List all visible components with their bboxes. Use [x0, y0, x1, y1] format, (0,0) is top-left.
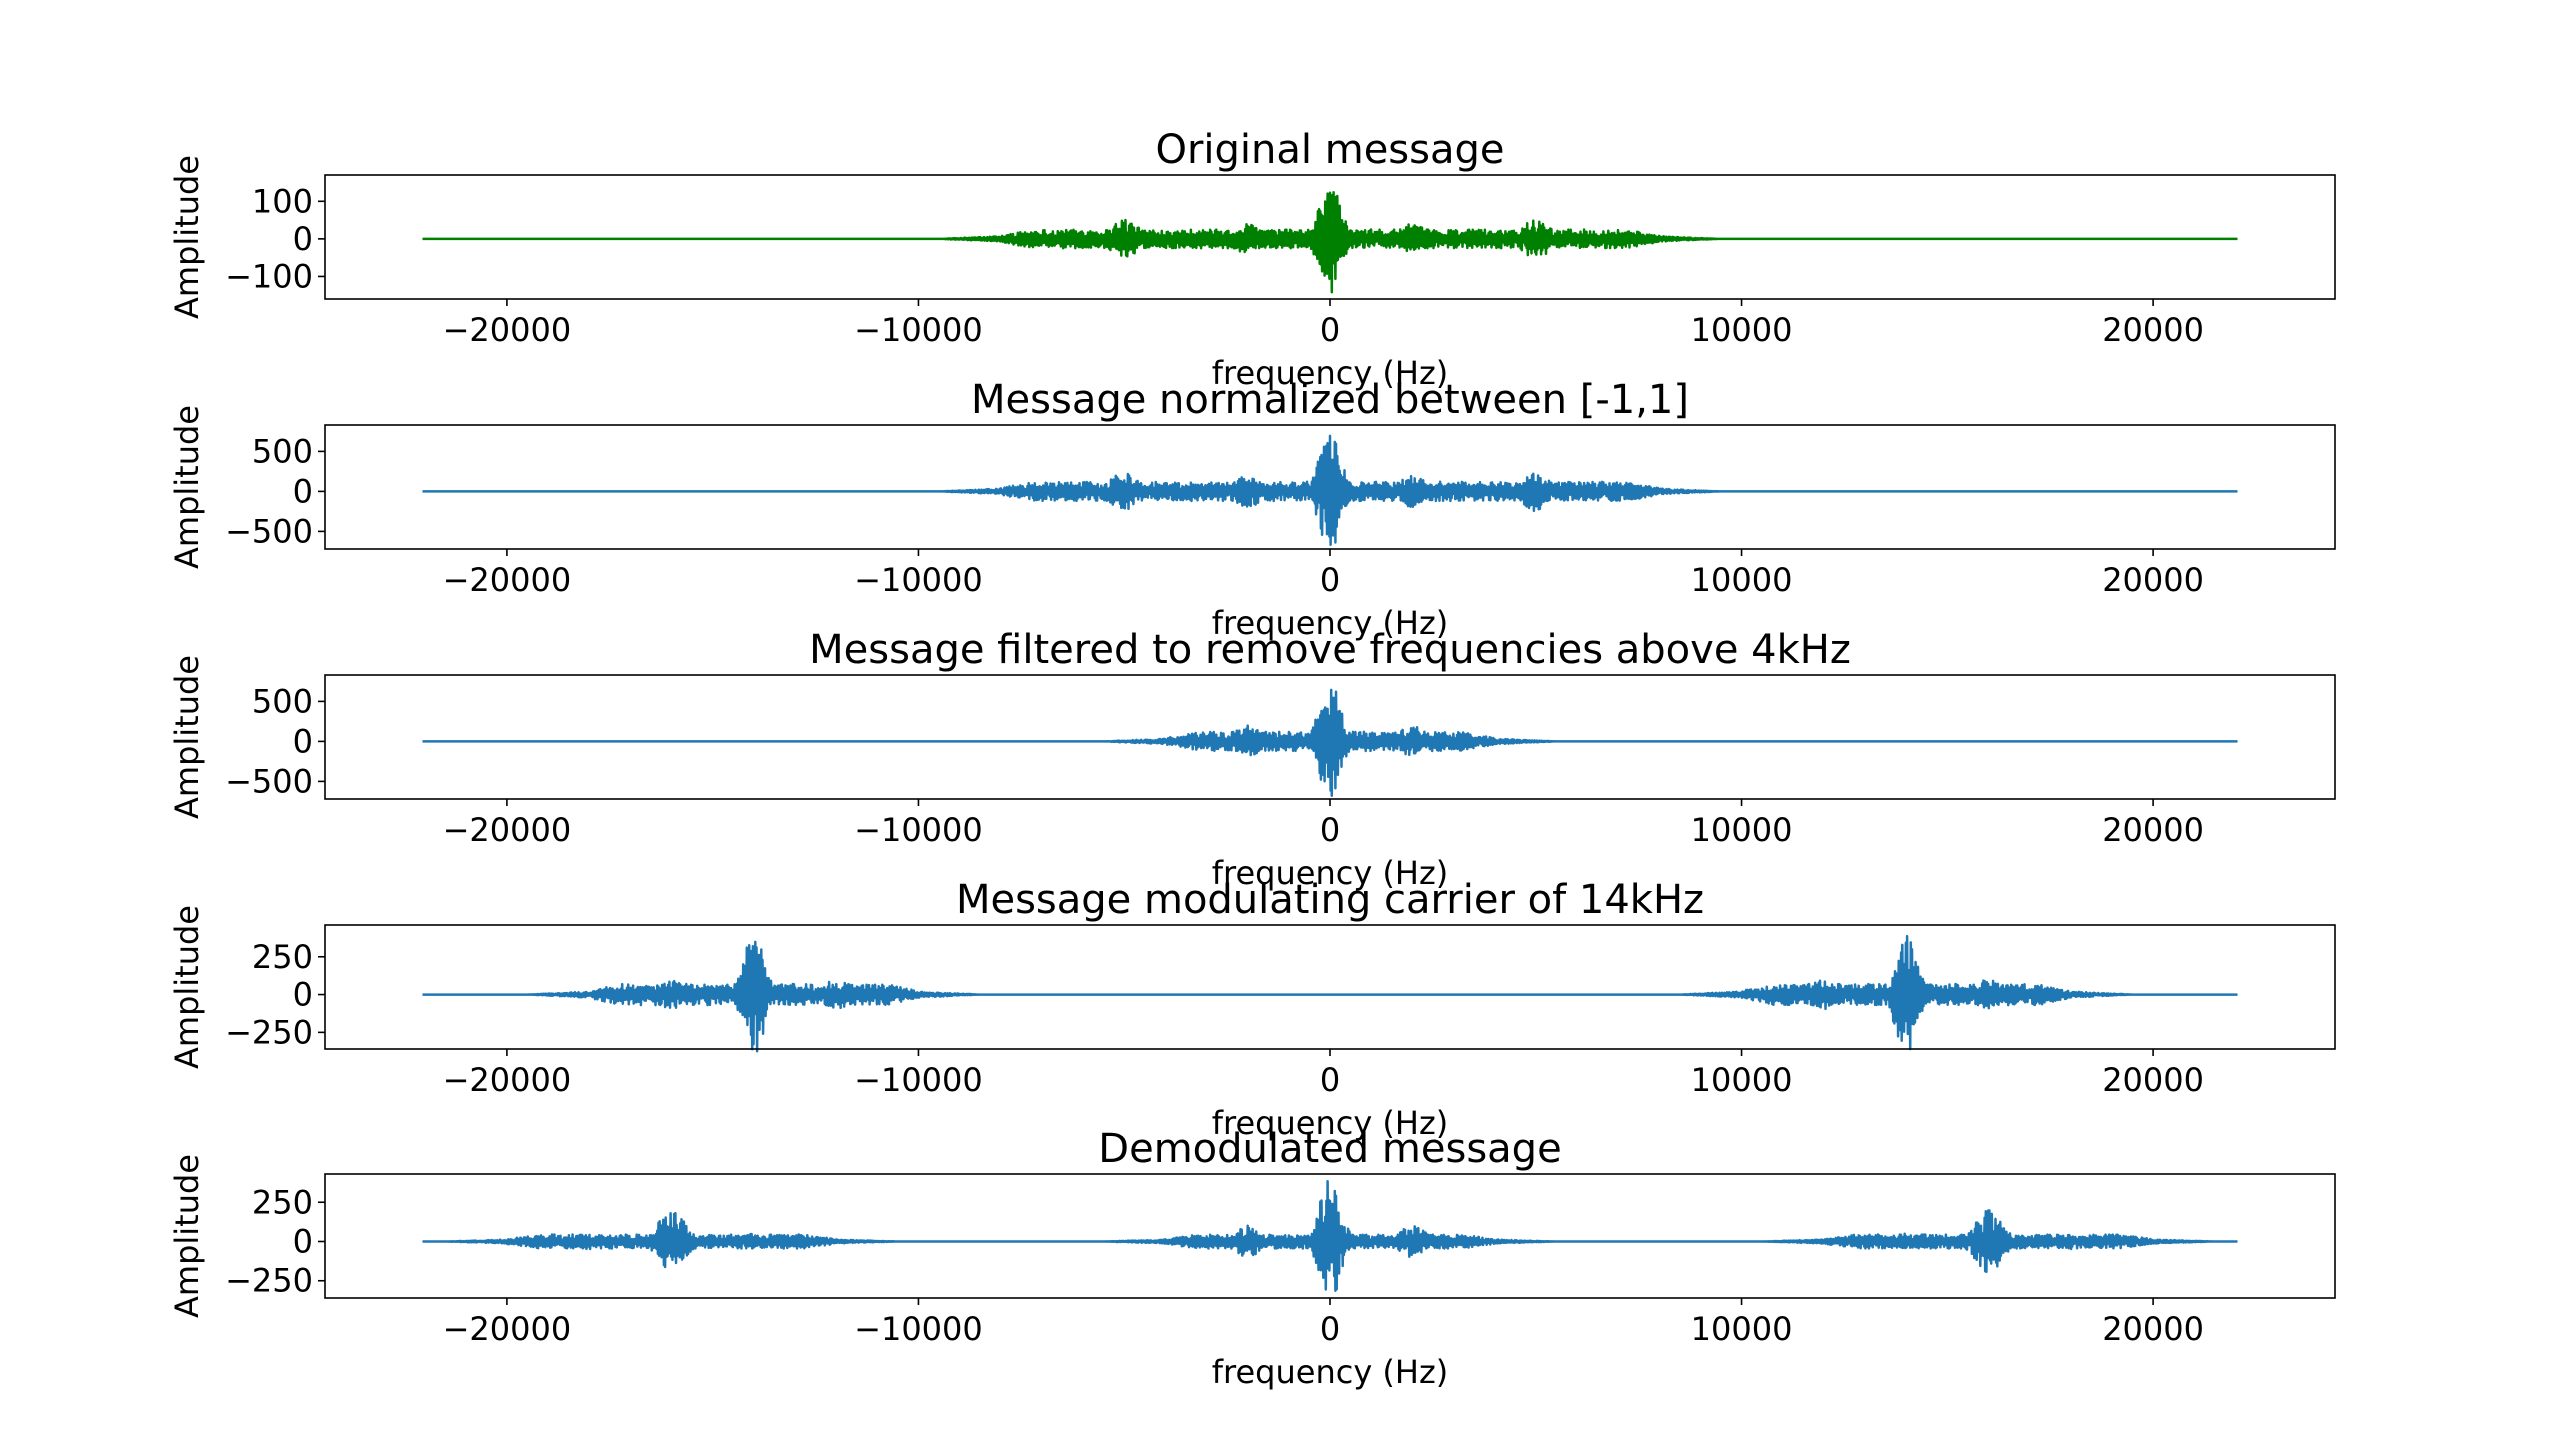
y-axis-label: Amplitude [168, 405, 206, 569]
y-axis-label: Amplitude [168, 905, 206, 1069]
x-tick-label: 0 [1320, 811, 1340, 849]
y-tick-label: 0 [293, 472, 313, 510]
y-tick-label: 500 [252, 432, 313, 470]
x-axis-label: frequency (Hz) [1212, 1104, 1449, 1142]
signal-trace [421, 934, 2239, 1053]
y-tick-label: 0 [293, 1222, 313, 1260]
x-tick-label: −20000 [443, 1310, 572, 1348]
x-tick-label: 0 [1320, 561, 1340, 599]
x-tick-label: 10000 [1691, 561, 1793, 599]
x-axis-label: frequency (Hz) [1212, 604, 1449, 642]
x-tick-label: 0 [1320, 311, 1340, 349]
y-tick-label: −500 [225, 762, 313, 800]
y-tick-label: 500 [252, 682, 313, 720]
y-axis-label: Amplitude [168, 1154, 206, 1318]
y-axis-label: Amplitude [168, 655, 206, 819]
y-tick-label: 0 [293, 722, 313, 760]
y-tick-label: 0 [293, 220, 313, 258]
signal-trace [421, 688, 2239, 798]
x-tick-label: 20000 [2102, 311, 2204, 349]
x-tick-label: −10000 [854, 811, 983, 849]
x-tick-label: 20000 [2102, 1310, 2204, 1348]
y-tick-label: −500 [225, 512, 313, 550]
x-tick-label: −20000 [443, 561, 572, 599]
signal-trace [421, 190, 2239, 294]
x-tick-label: −20000 [443, 811, 572, 849]
subplot-title: Demodulated message [1098, 1126, 1561, 1172]
x-tick-label: 20000 [2102, 561, 2204, 599]
x-tick-label: −20000 [443, 1061, 572, 1099]
x-tick-label: −10000 [854, 1061, 983, 1099]
subplot-title: Message modulating carrier of 14kHz [956, 877, 1704, 923]
x-tick-label: 10000 [1691, 811, 1793, 849]
signal-trace [421, 1179, 2239, 1292]
x-tick-label: 10000 [1691, 1061, 1793, 1099]
y-tick-label: −250 [225, 1013, 313, 1051]
y-tick-label: −250 [225, 1262, 313, 1300]
y-tick-label: −100 [225, 257, 313, 295]
x-tick-label: 10000 [1691, 1310, 1793, 1348]
subplot-title: Message normalized between [-1,1] [971, 377, 1689, 423]
y-tick-label: 250 [252, 938, 313, 976]
signal-trace [421, 434, 2239, 546]
y-tick-label: 100 [252, 182, 313, 220]
y-tick-label: 0 [293, 976, 313, 1014]
y-tick-label: 250 [252, 1183, 313, 1221]
x-tick-label: 20000 [2102, 811, 2204, 849]
subplot-title: Message filtered to remove frequencies a… [809, 627, 1851, 673]
x-tick-label: 0 [1320, 1310, 1340, 1348]
x-tick-label: 0 [1320, 1061, 1340, 1099]
y-axis-label: Amplitude [168, 155, 206, 319]
x-tick-label: −10000 [854, 1310, 983, 1348]
x-tick-label: −10000 [854, 311, 983, 349]
x-axis-label: frequency (Hz) [1212, 1353, 1449, 1391]
x-axis-label: frequency (Hz) [1212, 854, 1449, 892]
subplot-title: Original message [1155, 127, 1504, 173]
x-tick-label: 20000 [2102, 1061, 2204, 1099]
x-tick-label: −20000 [443, 311, 572, 349]
x-axis-label: frequency (Hz) [1212, 354, 1449, 392]
x-tick-label: 10000 [1691, 311, 1793, 349]
x-tick-label: −10000 [854, 561, 983, 599]
